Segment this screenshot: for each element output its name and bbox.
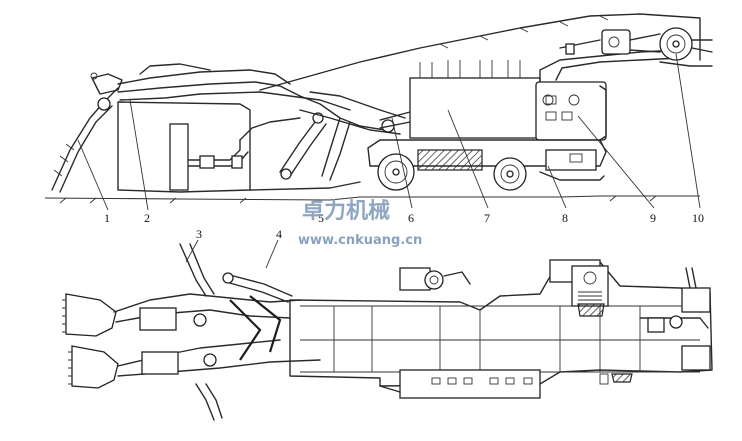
bucket-arm (51, 87, 119, 191)
watermark: 卓力机械 www.cnkuang.cn (298, 199, 422, 248)
engine-housing (409, 77, 541, 139)
watermark-url: www.cnkuang.cn (298, 233, 422, 248)
leader-lines (77, 53, 701, 269)
ground-line (44, 195, 700, 201)
part-labels: 1 2 3 4 5 6 7 8 9 10 (104, 211, 704, 241)
plan-view (62, 243, 713, 421)
label-1: 1 (104, 211, 110, 225)
roof-outline (259, 13, 701, 91)
watermark-brand: 卓力机械 (302, 199, 390, 224)
boom-cylinder (279, 117, 319, 173)
motor-unit (535, 81, 607, 141)
label-5: 5 (318, 211, 324, 225)
front-column (169, 123, 189, 191)
crawler-track (417, 149, 483, 171)
label-10: 10 (692, 211, 704, 225)
label-2: 2 (144, 211, 150, 225)
label-9: 9 (650, 211, 656, 225)
label-3: 3 (196, 227, 202, 241)
left-bucket-upper (65, 293, 117, 337)
label-4: 4 (276, 227, 282, 241)
chassis (367, 139, 607, 167)
label-8: 8 (562, 211, 568, 225)
side-view (44, 13, 713, 204)
label-6: 6 (408, 211, 414, 225)
pivot-joint (97, 97, 111, 111)
left-bucket-lower (71, 345, 119, 389)
label-7: 7 (484, 211, 490, 225)
